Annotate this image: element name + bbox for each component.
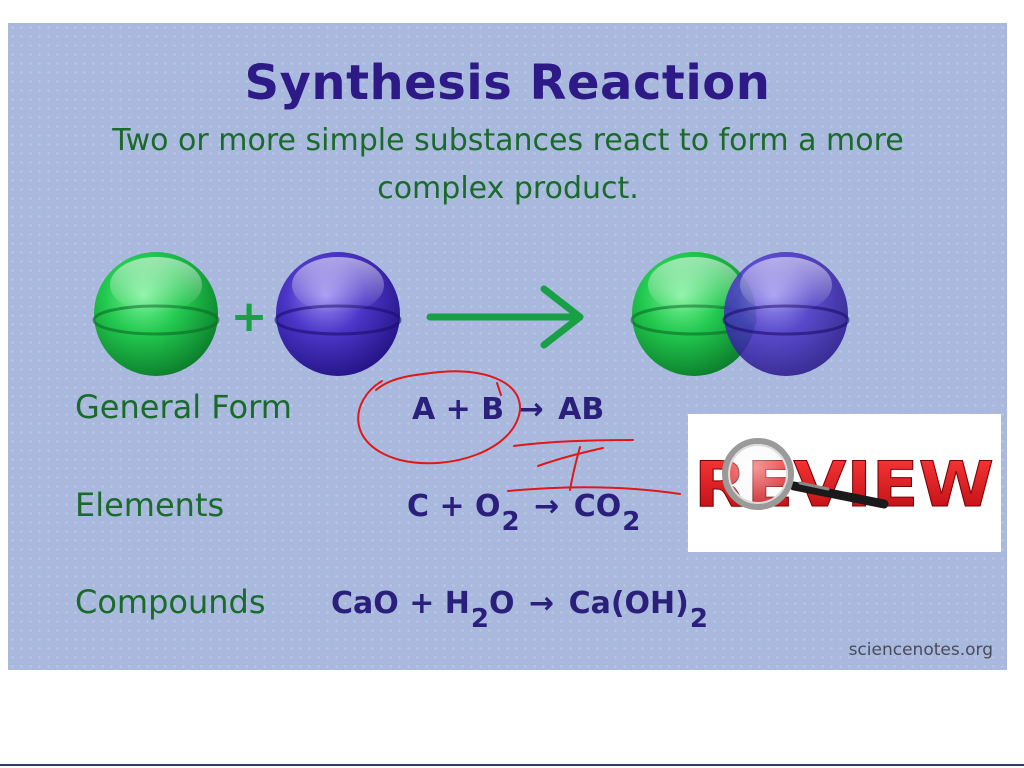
yield-arrow: → <box>518 392 544 427</box>
yield-arrow: → <box>534 489 560 524</box>
product: CO <box>573 489 622 524</box>
slide-title: Synthesis Reaction <box>244 55 771 111</box>
subscript: 2 <box>689 604 708 634</box>
slide: Synthesis Reaction Two or more simple su… <box>8 23 1007 670</box>
general-form-equation: A + B → AB <box>412 392 604 427</box>
green-atom-sphere <box>92 252 220 376</box>
review-image: REVIEW <box>688 414 1001 552</box>
compounds-label: Compounds <box>75 583 266 621</box>
product: AB <box>558 392 605 427</box>
magnifying-glass-icon <box>722 438 889 510</box>
reactants-tail: O <box>489 586 515 621</box>
source-credit: sciencenotes.org <box>848 640 993 660</box>
review-graphic: REVIEW <box>694 438 995 522</box>
plus-sign: + <box>231 291 268 342</box>
blue-atom-sphere <box>274 252 402 376</box>
reactants: C + O <box>407 489 501 524</box>
elements-equation: C + O2 → CO2 <box>407 489 640 537</box>
elements-label: Elements <box>75 486 225 524</box>
product-molecule <box>630 252 850 376</box>
subscript: 2 <box>470 604 489 634</box>
reactants: CaO + H <box>331 586 470 621</box>
reaction-arrow <box>426 285 584 349</box>
general-form-label: General Form <box>75 388 292 426</box>
reaction-diagram: + <box>92 252 850 376</box>
product: Ca(OH) <box>568 586 689 621</box>
page-bottom-border <box>0 764 1024 766</box>
yield-arrow: → <box>528 586 555 621</box>
subscript: 2 <box>622 507 641 537</box>
reactants: A + B <box>412 392 505 427</box>
compounds-equation: CaO + H2O → Ca(OH)2 <box>331 586 708 634</box>
slide-subtitle: Two or more simple substances react to f… <box>112 123 904 206</box>
subscript: 2 <box>501 507 520 537</box>
